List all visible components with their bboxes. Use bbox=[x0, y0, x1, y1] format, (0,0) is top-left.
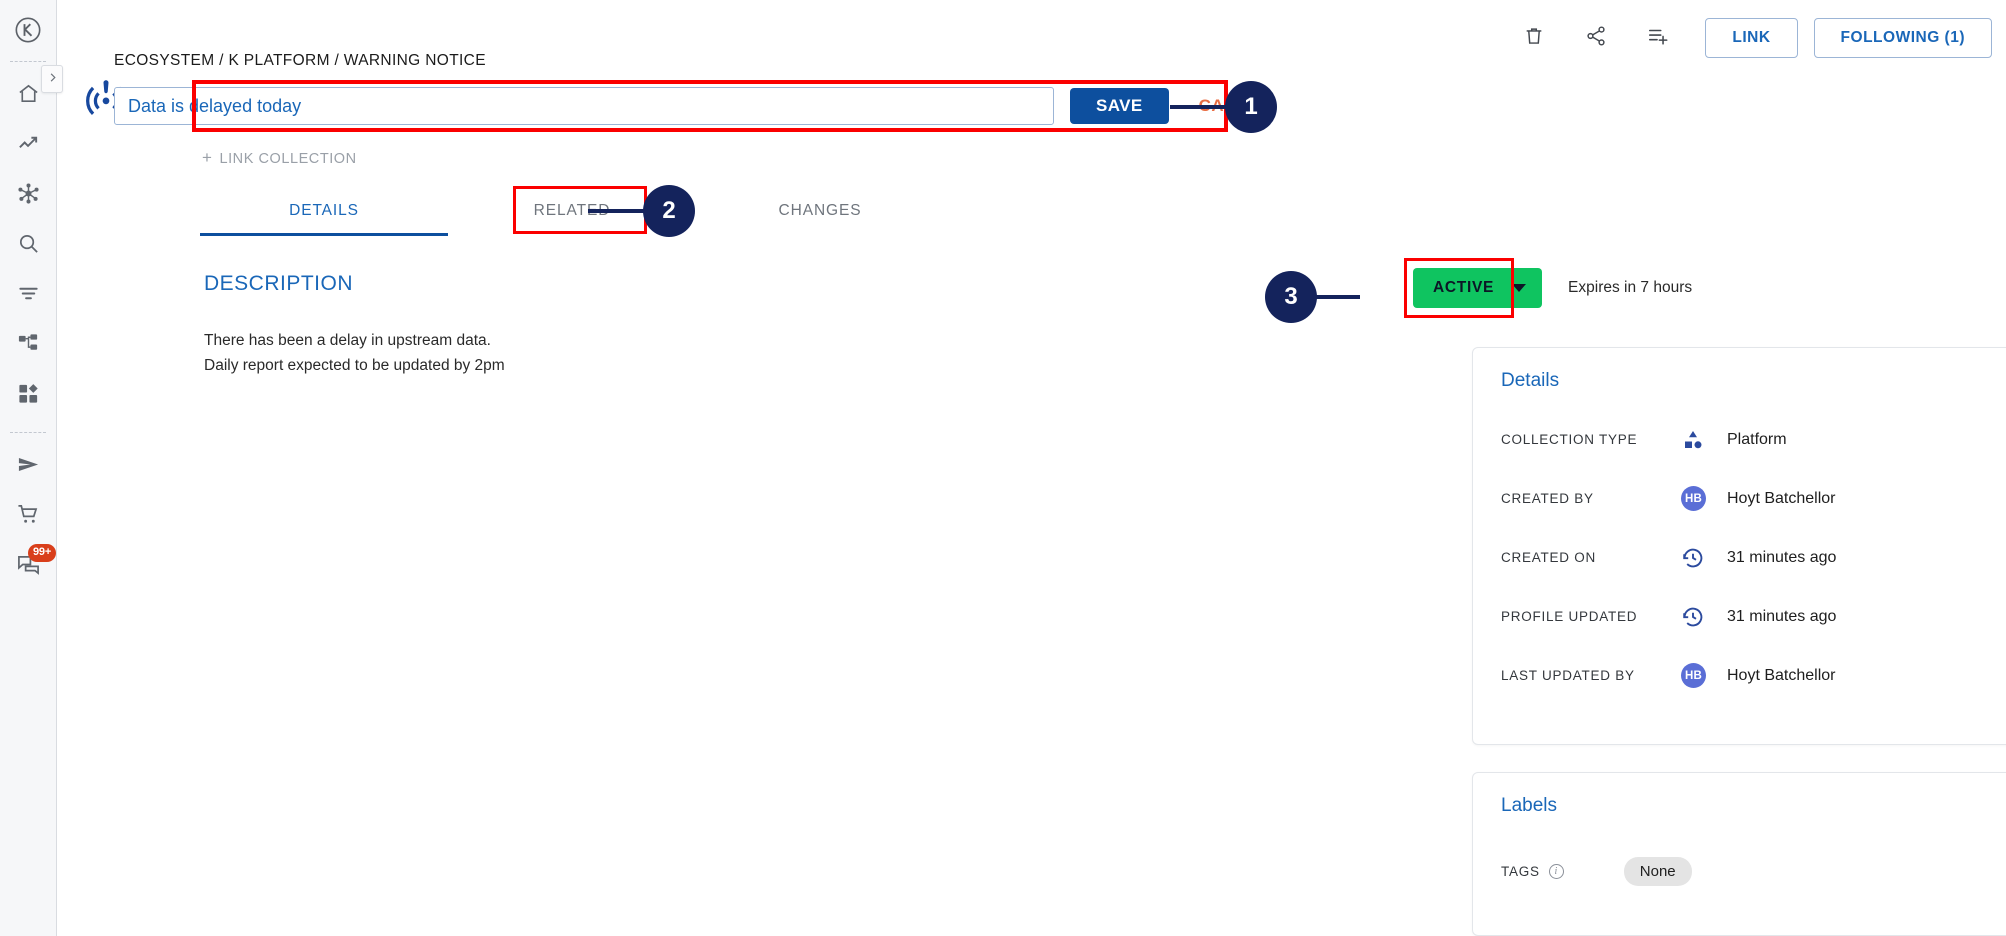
annotation-connector-3 bbox=[1310, 295, 1360, 299]
shapes-icon bbox=[1681, 428, 1727, 452]
tab-bar: DETAILS RELATED CHANGES bbox=[200, 188, 944, 236]
rail-divider-bottom bbox=[10, 432, 46, 433]
annotation-marker-3: 3 bbox=[1265, 271, 1317, 323]
sidebar-item-send[interactable] bbox=[6, 442, 50, 486]
property-row-created-on: CREATED ON 31 minutes ago bbox=[1473, 528, 2006, 587]
status-badge[interactable]: ACTIVE bbox=[1413, 268, 1543, 308]
property-value: 31 minutes ago bbox=[1727, 548, 1837, 566]
breadcrumb: ECOSYSTEM / K PLATFORM / WARNING NOTICE bbox=[114, 52, 486, 69]
sidebar-item-dashboard[interactable] bbox=[6, 371, 50, 415]
header-actions: LINK FOLLOWING (1) bbox=[1503, 18, 1992, 58]
filter-icon bbox=[17, 282, 40, 305]
tags-label-group: TAGS i bbox=[1501, 864, 1564, 879]
avatar-initials: HB bbox=[1681, 486, 1706, 511]
chevron-right-icon bbox=[47, 70, 58, 88]
property-label: CREATED ON bbox=[1501, 550, 1597, 565]
shopping-cart-icon bbox=[17, 503, 40, 526]
description-body: There has been a delay in upstream data.… bbox=[204, 328, 505, 378]
avatar: HB bbox=[1681, 663, 1727, 688]
status-row: ACTIVE Expires in 7 hours bbox=[1413, 268, 1692, 308]
plus-icon: + bbox=[202, 148, 213, 167]
sidebar-item-messages[interactable]: 99+ bbox=[6, 542, 57, 586]
sidebar-item-cart[interactable] bbox=[6, 492, 50, 536]
property-value: Platform bbox=[1727, 430, 1787, 448]
share-icon bbox=[1585, 25, 1607, 52]
sidebar-item-filter[interactable] bbox=[6, 271, 50, 315]
property-label: COLLECTION TYPE bbox=[1501, 432, 1638, 447]
sidebar-item-network[interactable] bbox=[6, 171, 50, 215]
title-edit-row: SAVE CANCEL bbox=[114, 87, 1272, 125]
description-line-1: There has been a delay in upstream data. bbox=[204, 332, 491, 349]
property-label: CREATED BY bbox=[1501, 491, 1594, 506]
add-to-list-button[interactable] bbox=[1627, 18, 1689, 58]
home-icon bbox=[17, 82, 40, 105]
link-collection-label: LINK COLLECTION bbox=[219, 151, 357, 167]
property-row-profile-updated: PROFILE UPDATED 31 minutes ago bbox=[1473, 587, 2006, 646]
tab-changes[interactable]: CHANGES bbox=[778, 202, 862, 219]
delete-button[interactable] bbox=[1503, 18, 1565, 58]
avatar: HB bbox=[1681, 486, 1727, 511]
property-value: 31 minutes ago bbox=[1727, 607, 1837, 625]
info-icon[interactable]: i bbox=[1548, 864, 1564, 879]
trending-up-icon bbox=[17, 132, 40, 155]
history-clock-icon bbox=[1681, 605, 1727, 629]
save-button[interactable]: SAVE bbox=[1070, 88, 1169, 124]
property-row-collection-type: COLLECTION TYPE Platform bbox=[1473, 410, 2006, 469]
labels-panel-header: Labels bbox=[1473, 773, 2006, 817]
tab-related[interactable]: RELATED bbox=[533, 202, 611, 219]
trash-icon bbox=[1523, 25, 1545, 52]
tags-value-chip: None bbox=[1623, 857, 1692, 886]
playlist-add-icon bbox=[1647, 25, 1669, 52]
tags-row: TAGS i None bbox=[1473, 817, 2006, 886]
expires-text: Expires in 7 hours bbox=[1568, 279, 1693, 296]
left-nav-rail: 99+ bbox=[0, 0, 57, 936]
property-row-last-updated-by: LAST UPDATED BY HB Hoyt Batchellor bbox=[1473, 646, 2006, 705]
hub-network-icon bbox=[17, 182, 40, 205]
title-input[interactable] bbox=[114, 87, 1054, 125]
annotation-connector-2 bbox=[588, 209, 668, 213]
tab-details[interactable]: DETAILS bbox=[200, 188, 448, 236]
following-button[interactable]: FOLLOWING (1) bbox=[1813, 18, 1992, 58]
expand-sidebar-button[interactable] bbox=[41, 65, 63, 93]
sidebar-item-trends[interactable] bbox=[6, 121, 50, 165]
annotation-connector-1 bbox=[1170, 105, 1250, 109]
property-row-created-by: CREATED BY HB Hoyt Batchellor bbox=[1473, 469, 2006, 528]
annotation-marker-1: 1 bbox=[1225, 81, 1277, 133]
property-value: Hoyt Batchellor bbox=[1727, 666, 1836, 684]
rail-divider-top bbox=[10, 61, 46, 62]
description-line-2: Daily report expected to be updated by 2… bbox=[204, 357, 505, 374]
dashboard-grid-icon bbox=[17, 382, 40, 405]
share-button[interactable] bbox=[1565, 18, 1627, 58]
messages-unread-badge: 99+ bbox=[28, 544, 57, 562]
details-panel: Details COLLECTION TYPE Platform CREATED… bbox=[1472, 347, 2006, 745]
labels-panel-title: Labels bbox=[1501, 795, 1557, 816]
link-button[interactable]: LINK bbox=[1705, 18, 1798, 58]
details-property-list: COLLECTION TYPE Platform CREATED BY HB H… bbox=[1473, 392, 2006, 705]
description-heading: DESCRIPTION bbox=[204, 272, 354, 295]
search-icon bbox=[17, 232, 40, 255]
chevron-down-icon bbox=[1512, 284, 1527, 292]
sidebar-item-hierarchy[interactable] bbox=[6, 321, 50, 365]
hierarchy-icon bbox=[17, 332, 40, 355]
details-panel-header: Details bbox=[1473, 348, 2006, 392]
circled-k-logo-icon[interactable] bbox=[11, 13, 45, 47]
labels-panel: Labels TAGS i None bbox=[1472, 772, 2006, 936]
details-panel-title: Details bbox=[1501, 370, 1560, 391]
property-label: PROFILE UPDATED bbox=[1501, 609, 1638, 624]
property-label: LAST UPDATED BY bbox=[1501, 668, 1635, 683]
history-clock-icon bbox=[1681, 546, 1727, 570]
sidebar-item-home[interactable] bbox=[6, 71, 50, 115]
page-content: ECOSYSTEM / K PLATFORM / WARNING NOTICE … bbox=[58, 0, 2006, 936]
link-collection-button[interactable]: + LINK COLLECTION bbox=[202, 148, 357, 168]
avatar-initials: HB bbox=[1681, 663, 1706, 688]
annotation-marker-2: 2 bbox=[643, 185, 695, 237]
sidebar-item-search[interactable] bbox=[6, 221, 50, 265]
send-icon bbox=[17, 453, 40, 476]
tags-label: TAGS bbox=[1501, 864, 1540, 879]
status-badge-label: ACTIVE bbox=[1433, 279, 1495, 296]
property-value: Hoyt Batchellor bbox=[1727, 489, 1836, 507]
